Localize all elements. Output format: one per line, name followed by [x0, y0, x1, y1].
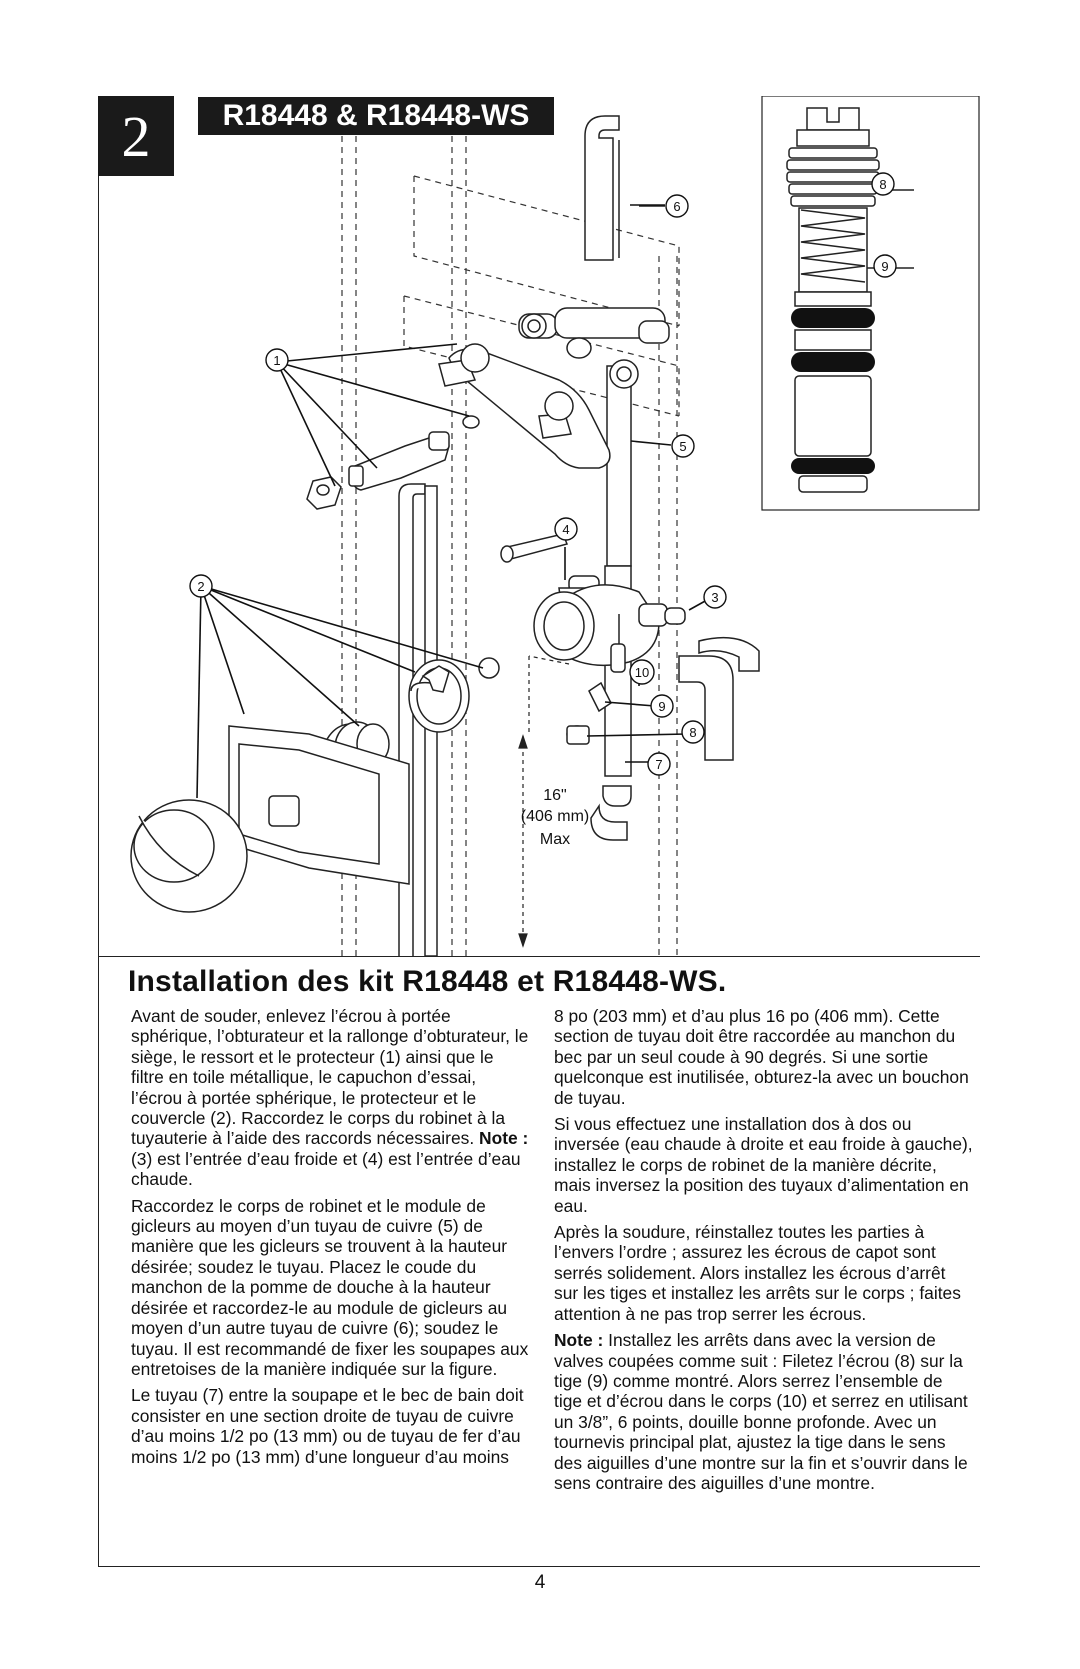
callout-7: 7 — [655, 757, 662, 772]
dimension-inches: 16" — [543, 787, 566, 804]
note-label: Note : — [479, 1128, 529, 1149]
valve-body-assembly — [500, 533, 760, 745]
callout-inset-8: 8 — [879, 177, 886, 192]
dimension-mm: (406 mm) — [521, 808, 589, 825]
paragraph-connect-shower: Raccordez le corps de robinet et le modu… — [131, 1195, 529, 1379]
paragraph-stops-note: Note : Installez les arrêts dans avec la… — [554, 1330, 974, 1493]
paragraph-reinstall: Après la soudure, réinstallez toutes les… — [554, 1222, 961, 1324]
paragraph-stops-note-text: Installez les arrêts dans avec la versio… — [554, 1330, 968, 1493]
trim-parts-left — [130, 657, 500, 913]
instructions-left-column: Avant de souder, enlevez l’écrou à porté… — [131, 1006, 529, 1473]
frame-bottom-rule — [98, 1566, 980, 1567]
paragraph-pipe-length: 8 po (203 mm) et d’au plus 16 po (406 mm… — [554, 1006, 969, 1108]
callout-1: 1 — [273, 353, 280, 368]
shower-riser-pipes — [398, 115, 734, 956]
dimension-text: 16" (406 mm) Max — [521, 787, 589, 848]
paragraph-back-to-back: Si vous effectuez une installation dos à… — [554, 1114, 973, 1216]
callout-labels: 1 2 3 4 5 6 7 8 9 10 8 9 — [197, 177, 888, 772]
section-title: Installation des kit R18448 et R18448-WS… — [128, 965, 727, 998]
step-number: 2 — [98, 96, 174, 176]
paragraph-tub-spout-pipe: Le tuyau (7) entre la soupape et le bec … — [131, 1385, 524, 1467]
callout-9: 9 — [658, 699, 665, 714]
note-label: Note : — [554, 1330, 604, 1351]
dimension-max: Max — [540, 831, 570, 848]
dimension-arrow-16in — [522, 655, 570, 946]
frame-separator-rule — [98, 956, 980, 957]
callout-4: 4 — [562, 522, 569, 537]
callout-6: 6 — [673, 199, 680, 214]
callout-inset-9: 9 — [881, 259, 888, 274]
paragraph-preparation: Avant de souder, enlevez l’écrou à porté… — [131, 1006, 529, 1190]
exploded-valve-diagram: 1 2 3 4 5 6 7 8 9 10 8 9 16" (406 mm) Ma… — [130, 96, 980, 956]
instructions-right-column: 8 po (203 mm) et d’au plus 16 po (406 mm… — [554, 1006, 974, 1499]
paragraph-preparation-text: Avant de souder, enlevez l’écrou à porté… — [131, 1006, 529, 1149]
paragraph-preparation-note: (3) est l’entrée d’eau froide et (4) est… — [131, 1148, 521, 1190]
callout-2: 2 — [197, 579, 204, 594]
callout-10: 10 — [635, 665, 649, 680]
inset-cartridge-detail — [761, 96, 980, 511]
callout-5: 5 — [679, 439, 686, 454]
callout-3: 3 — [711, 590, 718, 605]
cartridge-parts-left — [306, 415, 480, 510]
callout-8: 8 — [689, 725, 696, 740]
dimension-arrowheads — [518, 734, 528, 948]
shower-manifold — [438, 307, 670, 469]
callout-circles — [189, 172, 897, 776]
frame-left-rule — [98, 96, 99, 1566]
model-banner: R18448 & R18448-WS — [198, 97, 554, 135]
page-number: 4 — [534, 1572, 546, 1593]
